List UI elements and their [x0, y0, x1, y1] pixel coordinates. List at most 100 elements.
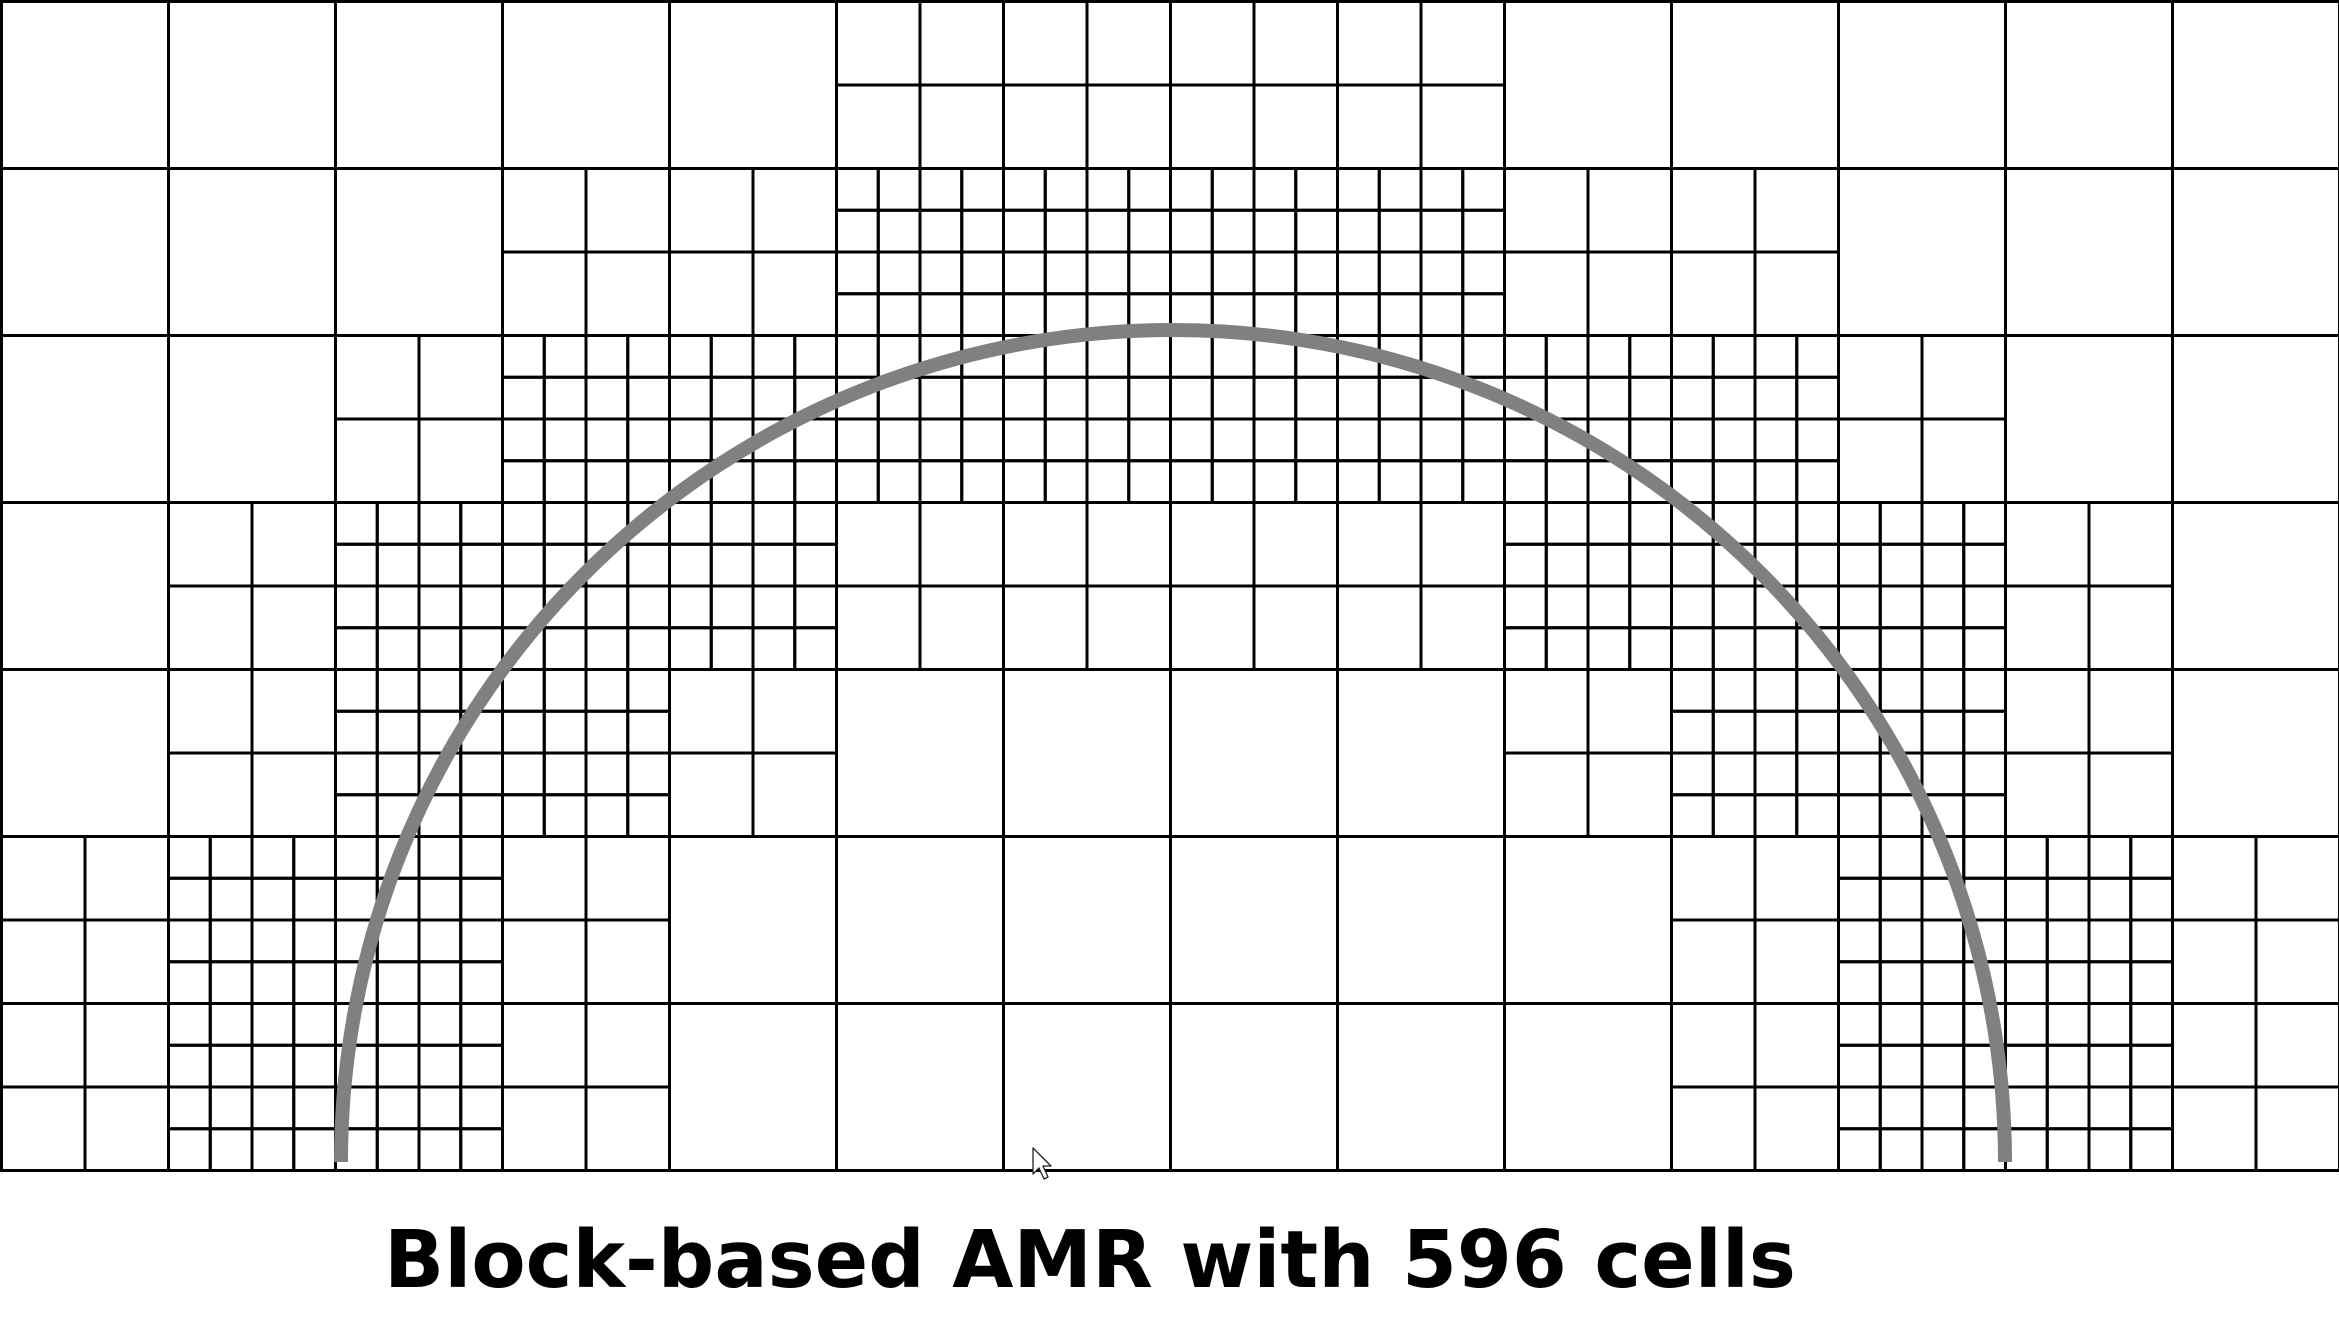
mesh-cell [1002, 375, 1047, 421]
mesh-cell [1461, 417, 1506, 463]
mesh-cell [1837, 751, 1882, 797]
mesh-cell [1920, 417, 2007, 504]
mesh-cell [1419, 208, 1465, 254]
mesh-cell [501, 542, 546, 588]
mesh-cell [918, 0, 1005, 87]
mesh-cell [1002, 835, 1172, 1005]
mesh-cell [2129, 918, 2174, 964]
mesh-cell [1878, 501, 1924, 546]
mesh-cell [542, 709, 588, 755]
mesh-cell [2045, 1127, 2091, 1172]
mesh-cell [1753, 626, 1799, 671]
mesh-cell [1503, 1002, 1673, 1172]
mesh-cell [334, 793, 379, 838]
mesh-cell [876, 292, 922, 337]
mesh-cell [918, 208, 964, 254]
mesh-cell [1419, 417, 1465, 463]
mesh-cell [584, 1002, 671, 1089]
mesh-cell [375, 1002, 421, 1047]
mesh-cell [1252, 375, 1298, 421]
mesh-cell [1169, 417, 1214, 463]
mesh-cell [2045, 876, 2091, 922]
mesh-cell [1711, 793, 1757, 838]
mesh-cell [2171, 1002, 2258, 1089]
mesh-cell [918, 250, 964, 296]
mesh-cell [0, 1085, 87, 1172]
mesh-cell [1336, 83, 1423, 170]
mesh-cell [1753, 459, 1799, 504]
mesh-cell [334, 542, 379, 588]
mesh-cell [1670, 417, 1715, 463]
mesh-cell [1670, 709, 1715, 755]
mesh-cell [1837, 876, 1882, 922]
mesh-cell [584, 668, 630, 713]
mesh-cell [2171, 668, 2339, 838]
mesh-cell [1002, 668, 1172, 838]
mesh-cell [1878, 1043, 1924, 1089]
mesh-cell [334, 835, 379, 880]
mesh-cell [501, 918, 588, 1005]
mesh-cell [1920, 1085, 1966, 1131]
mesh-cell [1127, 208, 1172, 254]
mesh-cell [1002, 1002, 1172, 1172]
mesh-cell [1085, 208, 1131, 254]
mesh-cell [2004, 501, 2091, 588]
mesh-cell [2129, 835, 2174, 880]
mesh-cell [542, 417, 588, 463]
mesh-cell [334, 167, 504, 337]
mesh-cell [1377, 292, 1423, 337]
mesh-cell [1336, 250, 1381, 296]
mesh-cell [1544, 584, 1590, 630]
mesh-cell [960, 250, 1005, 296]
mesh-cell [835, 459, 880, 504]
mesh-cell [417, 542, 463, 588]
mesh-cells [0, 0, 2339, 1172]
mesh-cell [1210, 208, 1256, 254]
mesh-cell [1837, 584, 1882, 630]
mesh-cell [835, 334, 880, 379]
mesh-cell [1753, 835, 1840, 922]
mesh-cell [0, 835, 87, 922]
mesh-cell [1962, 751, 2007, 797]
mesh-cell [1711, 417, 1757, 463]
mesh-cell [2004, 918, 2049, 964]
mesh-cell [1586, 375, 1632, 421]
mesh-cell [375, 960, 421, 1005]
mesh-cell [626, 668, 671, 713]
mesh-cell [1795, 668, 1840, 713]
mesh-cell [1670, 918, 1757, 1005]
mesh-cell [1336, 375, 1381, 421]
mesh-cell [2087, 1085, 2133, 1131]
mesh-cell [501, 1002, 588, 1089]
mesh-cell [835, 668, 1005, 838]
mesh-cell [1043, 459, 1089, 504]
mesh-cell [1002, 167, 1047, 212]
mesh-cell [584, 709, 630, 755]
mesh-cell [1085, 501, 1172, 588]
mesh-cell [334, 751, 379, 797]
mesh-cell [334, 876, 379, 922]
mesh-cell [668, 542, 713, 588]
mesh-cell [250, 1002, 296, 1047]
mesh-cell [1795, 459, 1840, 504]
mesh-cell [1586, 626, 1632, 671]
mesh-cell [2004, 334, 2174, 504]
mesh-cell [876, 459, 922, 504]
mesh-cell [1419, 459, 1465, 504]
mesh-cell [584, 459, 630, 504]
mesh-cell [2004, 751, 2091, 838]
mesh-cell [1210, 417, 1256, 463]
mesh-cell [208, 835, 254, 880]
mesh-cell [2045, 835, 2091, 880]
mesh-cell [1795, 542, 1840, 588]
mesh-cell [2004, 835, 2049, 880]
mesh-cell [1002, 292, 1047, 337]
mesh-cell [542, 751, 588, 797]
mesh-cell [1837, 793, 1882, 838]
mesh-cell [1837, 0, 2007, 170]
mesh-cell [584, 1085, 671, 1172]
mesh-cell [751, 751, 838, 838]
mesh-cell [1586, 751, 1673, 838]
mesh-cell [417, 501, 463, 546]
